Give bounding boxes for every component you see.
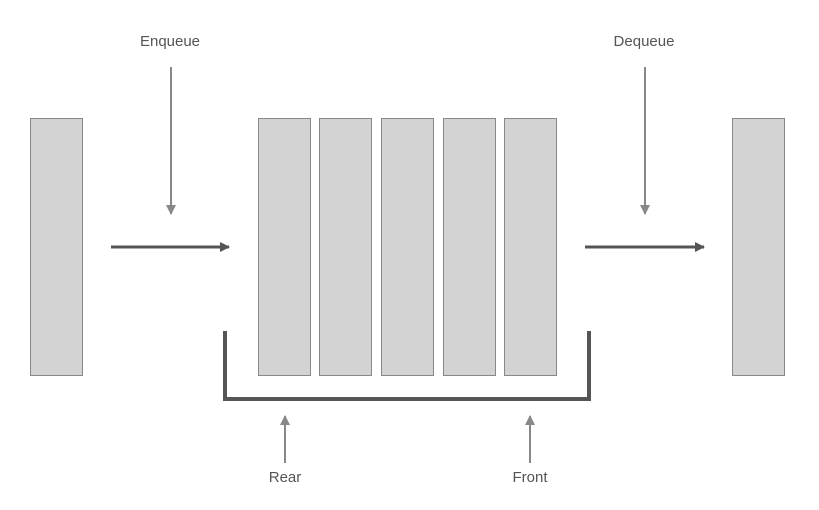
outgoing-element-block: [732, 118, 785, 376]
enqueue-label: Enqueue: [139, 33, 201, 50]
queue-element-3: [381, 118, 434, 376]
incoming-element-block: [30, 118, 83, 376]
queue-element-4: [443, 118, 496, 376]
queue-elements: [258, 118, 557, 376]
rear-label: Rear: [268, 469, 302, 486]
dequeue-label: Dequeue: [613, 33, 675, 50]
queue-bracket: [223, 331, 591, 401]
queue-element-5: [504, 118, 557, 376]
queue-element-1: [258, 118, 311, 376]
front-label: Front: [512, 469, 548, 486]
queue-element-2: [319, 118, 372, 376]
